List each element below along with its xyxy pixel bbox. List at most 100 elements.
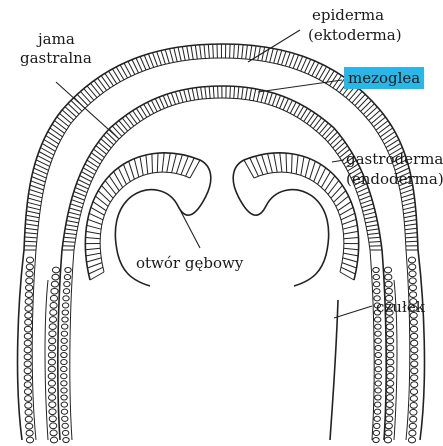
cell-stroke: [64, 233, 76, 234]
cell-stroke: [331, 186, 343, 199]
cell-oval: [26, 430, 33, 436]
cell-stroke: [67, 216, 79, 219]
cell-oval: [410, 409, 417, 415]
cell-oval: [61, 374, 67, 379]
cell-stroke: [328, 132, 338, 142]
cell-stroke: [330, 135, 340, 145]
cell-stroke: [242, 87, 244, 99]
cell-stroke: [176, 155, 182, 174]
cell-stroke: [180, 91, 184, 103]
cell-stroke: [105, 181, 116, 195]
cell-oval: [411, 368, 418, 374]
cell-stroke: [362, 204, 374, 208]
cell-oval: [62, 317, 68, 322]
cell-stroke: [122, 118, 131, 129]
cell-stroke: [258, 46, 261, 60]
cell-stroke: [208, 44, 209, 58]
cell-stroke: [269, 93, 273, 105]
cell-stroke: [165, 50, 169, 64]
cell-stroke: [386, 139, 399, 147]
leader-lines: [56, 30, 372, 318]
cell-stroke: [253, 89, 256, 101]
cell-stroke: [46, 136, 59, 144]
cell-stroke: [246, 45, 248, 59]
cell-stroke: [405, 224, 417, 226]
cell-stroke: [86, 253, 101, 256]
cell-stroke: [25, 224, 38, 226]
cell-stroke: [86, 248, 101, 249]
cell-stroke: [153, 53, 158, 67]
cell-stroke: [152, 154, 153, 173]
cell-oval: [24, 333, 31, 339]
cell-stroke: [25, 228, 38, 230]
cell-oval: [26, 278, 33, 284]
cell-oval: [386, 402, 393, 408]
cell-stroke: [88, 219, 102, 224]
cell-stroke: [292, 154, 293, 173]
cell-oval: [375, 338, 381, 343]
cell-oval: [61, 352, 67, 357]
cell-oval: [52, 274, 59, 280]
cell-stroke: [178, 47, 181, 61]
cell-stroke: [140, 157, 143, 176]
cell-stroke: [90, 272, 104, 280]
cell-oval: [48, 352, 55, 358]
cell-stroke: [161, 50, 165, 64]
cell-stroke: [369, 110, 381, 120]
cell-stroke: [116, 123, 125, 133]
cell-stroke: [405, 237, 417, 238]
cell-oval: [373, 275, 379, 280]
cell-stroke: [285, 52, 290, 66]
cell-oval: [50, 310, 57, 316]
cell-stroke: [404, 211, 416, 214]
cell-oval: [63, 296, 69, 301]
cell-stroke: [27, 202, 40, 206]
cell-oval: [24, 375, 31, 381]
cell-stroke: [349, 89, 359, 101]
cell-oval: [24, 326, 31, 332]
cell-stroke: [286, 153, 287, 172]
cell-stroke: [157, 153, 158, 172]
cell-oval: [62, 423, 68, 428]
cell-stroke: [157, 52, 162, 66]
cell-oval: [387, 352, 394, 358]
cell-stroke: [57, 117, 69, 127]
cell-oval: [386, 409, 393, 415]
cell-stroke: [305, 159, 310, 177]
cell-stroke: [172, 154, 177, 173]
cell-oval: [49, 338, 56, 344]
cell-oval: [409, 278, 416, 284]
cell-stroke: [50, 128, 63, 137]
cell-oval: [375, 388, 381, 393]
cell-stroke: [401, 194, 414, 198]
label-epiderma: epiderma: [312, 6, 384, 24]
cell-oval: [25, 409, 32, 415]
leader-czulek: [334, 306, 372, 318]
label-otwor-gebowy: otwór gębowy: [136, 254, 244, 272]
cell-oval: [384, 437, 391, 443]
cell-stroke: [44, 140, 57, 148]
cell-oval: [375, 381, 381, 386]
cell-oval: [409, 264, 416, 270]
cell-oval: [386, 317, 393, 323]
cell-stroke: [403, 207, 416, 210]
cell-oval: [384, 267, 391, 273]
cell-oval: [387, 366, 394, 372]
cell-oval: [385, 281, 392, 287]
cell-stroke: [328, 181, 339, 195]
cell-stroke: [209, 86, 210, 98]
cell-stroke: [26, 220, 39, 222]
cell-oval: [387, 381, 394, 387]
cell-stroke: [283, 99, 288, 111]
cell-stroke: [403, 202, 416, 205]
cell-stroke: [363, 208, 375, 211]
cell-stroke: [27, 207, 40, 210]
cell-stroke: [363, 104, 374, 115]
cell-stroke: [368, 237, 380, 238]
cell-stroke: [29, 194, 42, 198]
cell-oval: [51, 281, 58, 287]
cell-oval: [61, 360, 67, 365]
cell-stroke: [361, 200, 373, 204]
label-mezoglea: mezoglea: [348, 69, 420, 87]
cell-stroke: [360, 196, 371, 200]
